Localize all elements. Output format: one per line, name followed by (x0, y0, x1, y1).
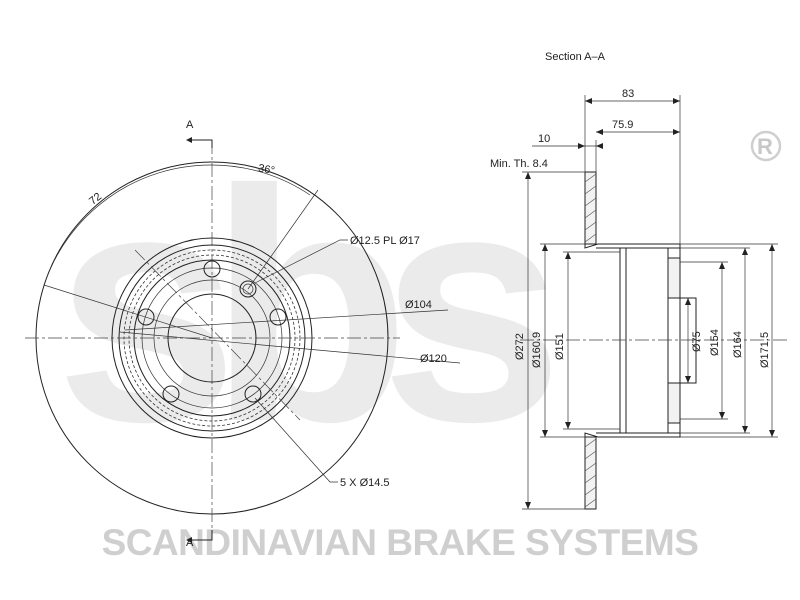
dim-10-label: 10 (538, 133, 550, 145)
center-line-diagonal (134, 249, 301, 421)
dim-75-9-label: 75.9 (612, 119, 633, 131)
dia-164-label: Ø164 (732, 331, 744, 358)
friction-ring-top (584, 171, 597, 245)
dia-75-label: Ø75 (691, 331, 703, 352)
dia-120-leader (119, 331, 461, 364)
hatching (584, 173, 597, 508)
hub-plate-bottom (667, 382, 681, 424)
locating-hole-inner (242, 283, 254, 295)
bolt-hole (244, 385, 262, 403)
angle-72-leader (43, 284, 213, 339)
section-arrow-bottom-head (186, 537, 192, 543)
front-view: A A 72 36° Ø12.5 PL Ø17 Ø104 Ø120 5 X Ø1… (25, 119, 461, 549)
section-view: Section A–A (490, 51, 790, 510)
hub-plate-top (667, 257, 681, 299)
dia-104-leader (124, 309, 449, 331)
center-bore-section (667, 297, 697, 384)
watermark-logo-text: sbs (55, 121, 550, 490)
watermark-footer: SCANDINAVIAN BRAKE SYSTEMS (102, 522, 699, 563)
dia-104-label: Ø104 (405, 299, 432, 311)
hat-section (584, 243, 697, 438)
section-marker-top: A (186, 119, 194, 131)
locating-hole-outer (239, 280, 257, 298)
registered-mark-circle (750, 130, 782, 162)
dia-160-9-label: Ø160.9 (531, 332, 543, 368)
dia-120-label: Ø120 (420, 353, 447, 365)
dia-171-5-label: Ø171.5 (759, 332, 771, 368)
angle-72-label: 72 (87, 191, 104, 208)
watermark-logo: sbs R SCANDINAVIAN BRAKE SYSTEMS (55, 121, 782, 563)
section-arrow-bottom (188, 530, 213, 541)
section-title: Section A–A (545, 51, 606, 63)
min-thickness-label: Min. Th. 8.4 (490, 158, 548, 170)
hole-label: Ø12.5 PL Ø17 (350, 235, 420, 247)
angle-36-arc (211, 164, 311, 196)
friction-ring (584, 171, 597, 510)
bolt-hole (137, 308, 155, 326)
hole-label-leader (254, 239, 348, 284)
bolt-hole (269, 308, 287, 326)
angle-36-label: 36° (257, 162, 275, 177)
hat-outline-bottom (584, 419, 681, 438)
section-marker-bottom: A (186, 537, 194, 549)
angle-36-leader (247, 189, 319, 290)
bolt-hole (162, 385, 180, 403)
section-arrow-top-head (186, 137, 192, 143)
registered-mark: R (757, 134, 773, 159)
dia-272-label: Ø272 (514, 333, 526, 360)
bolt-label: 5 X Ø14.5 (340, 477, 390, 489)
bolt-label-leader (254, 397, 338, 483)
dia-151-label: Ø151 (554, 333, 566, 360)
hat-outline-top (584, 243, 681, 262)
friction-ring-bottom (584, 436, 597, 510)
angle-72-arc (43, 164, 213, 286)
section-arrow-top (188, 139, 213, 148)
dia-154-label: Ø154 (709, 329, 721, 356)
dim-83-label: 83 (622, 88, 634, 100)
